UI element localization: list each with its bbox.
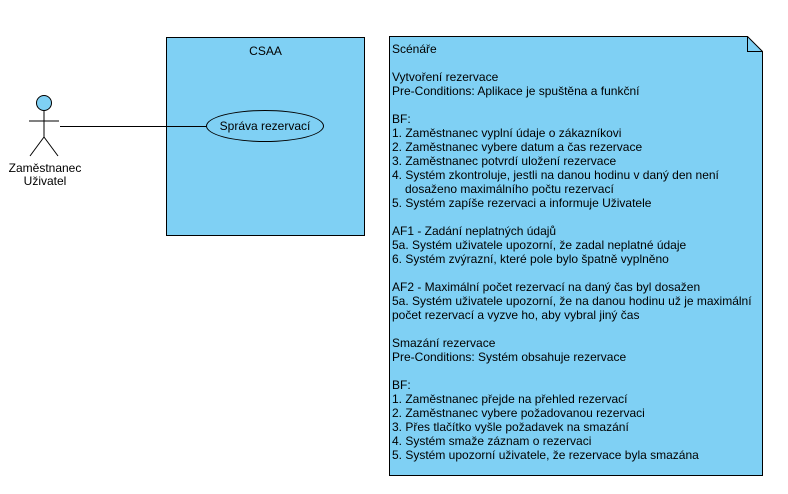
note-line: AF1 - Zadání neplatných údajů [392, 224, 557, 238]
note-line: Pre-Conditions: Aplikace je spuštěna a f… [392, 84, 640, 98]
note-line: Scénáře [392, 42, 437, 56]
note-line: Pre-Conditions: Systém obsahuje rezervac… [392, 350, 627, 364]
note-line: dosaženo maximálního počtu rezervací [405, 182, 614, 196]
actor-left-leg [29, 136, 45, 157]
note-line [392, 210, 762, 224]
note-line: 2. Zaměstnanec vybere datum a čas rezerv… [392, 140, 643, 154]
note-shape[interactable] [389, 36, 763, 476]
scenario-note-text: Scénáře Vytvoření rezervace Pre-Conditio… [392, 42, 762, 462]
actor-right-leg [43, 136, 59, 157]
note-line: 1. Zaměstnanec vyplní údaje o zákazníkov… [392, 126, 622, 140]
note-line: BF: [392, 112, 411, 126]
note-line: 4. Systém smaže záznam o rezervaci [392, 434, 592, 448]
usecase-label: Správa rezervací [219, 119, 311, 133]
note-fold [747, 36, 763, 52]
actor-name-line1: Zaměstnanec [8, 161, 82, 175]
actor-figure[interactable] [29, 95, 59, 157]
note-line: 3. Zaměstnanec potvrdí uložení rezervace [392, 154, 617, 168]
note-line: 5. Systém upozorní uživatele, že rezerva… [392, 448, 699, 462]
note-line: 4. Systém zkontroluje, jestli na danou h… [392, 168, 719, 182]
actor-label: Zaměstnanec Uživatel [4, 162, 86, 188]
note-line: Vytvoření rezervace [392, 70, 499, 84]
note-line [392, 364, 762, 378]
note-line: AF2 - Maximální počet rezervací na daný … [392, 280, 701, 294]
note-line: 5. Systém zapíše rezervaci a informuje U… [392, 196, 652, 210]
note-line [392, 98, 762, 112]
note-line [392, 322, 762, 336]
note-line: 5a. Systém uživatele upozorní, že zadal … [392, 238, 687, 252]
usecase-sprava-rezervaci[interactable]: Správa rezervací [206, 110, 324, 142]
actor-name-line2: Uživatel [23, 174, 67, 188]
note-line: 5a. Systém uživatele upozorní, že na dan… [392, 294, 752, 308]
note-line: 1. Zaměstnanec přejde na přehled rezerva… [392, 392, 628, 406]
note-line [392, 56, 762, 70]
note-line: 2. Zaměstnanec vybere požadovanou rezerv… [392, 406, 645, 420]
note-line: 6. Systém zvýrazní, které pole bylo špat… [392, 252, 669, 266]
note-line: 3. Přes tlačítko vyšle požadavek na smaz… [392, 420, 629, 434]
system-title: CSAA [249, 44, 282, 58]
note-line: BF: [392, 378, 411, 392]
note-line: počet rezervací a vyzve ho, aby vybral j… [392, 308, 640, 322]
actor-head [36, 95, 52, 111]
note-line [392, 266, 762, 280]
note-line: Smazání rezervace [392, 336, 496, 350]
